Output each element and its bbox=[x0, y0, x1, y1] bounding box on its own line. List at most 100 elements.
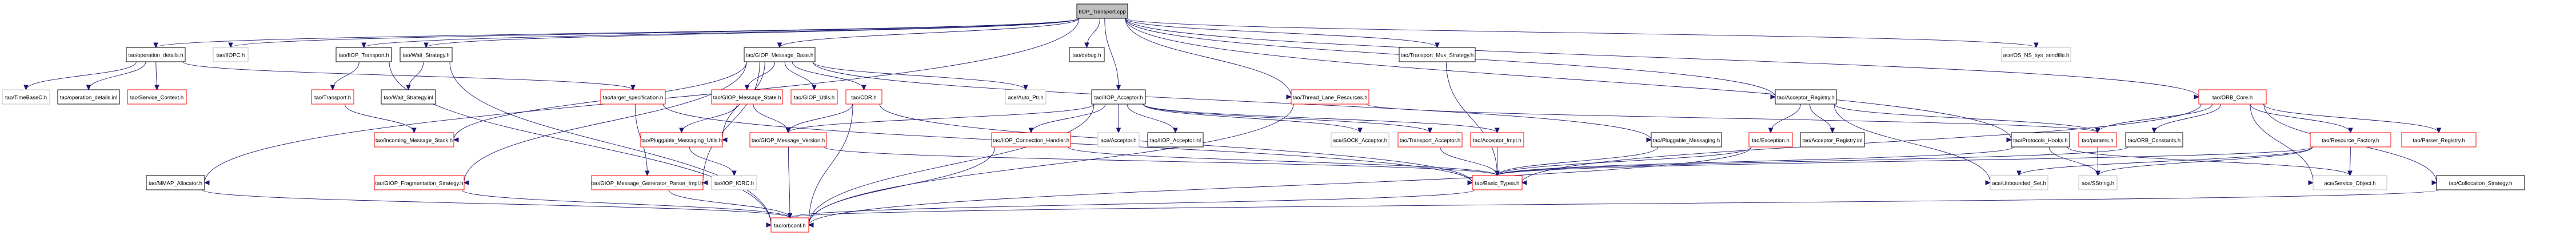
node-acceptor-registry-h[interactable]: tao/Acceptor_Registry.h bbox=[1775, 89, 1837, 105]
node-pluggable-messaging-utils-h[interactable]: tao/Pluggable_Messaging_Utils.h bbox=[640, 132, 723, 148]
edge-root-to-protocols_hooks_h bbox=[1125, 18, 2012, 142]
edge-line bbox=[789, 189, 2439, 218]
edge-mmap_allocator_h-to-orbconf_h bbox=[202, 189, 793, 219]
arrowhead-icon bbox=[785, 128, 791, 134]
node-label: tao/operation_details.inl bbox=[60, 95, 117, 101]
node-giop-utils-h[interactable]: tao/GIOP_Utils.h bbox=[790, 89, 838, 105]
node-acceptor-registry-inl[interactable]: tao/Acceptor_Registry.inl bbox=[1800, 132, 1865, 148]
node-acceptor-impl-h[interactable]: tao/Acceptor_Impl.h bbox=[1470, 132, 1524, 148]
node-params-h[interactable]: tao/params.h bbox=[2078, 132, 2117, 148]
node-exception-h[interactable]: tao/Exception.h bbox=[1748, 132, 1793, 148]
node-box bbox=[711, 89, 783, 105]
node-incoming-message-stack-h[interactable]: tao/Incoming_Message_Stack.h bbox=[374, 132, 454, 148]
node-label: tao/Collocation_Strategy.h bbox=[2449, 181, 2513, 187]
node-box bbox=[1748, 132, 1793, 148]
edge-operation_details_h-to-operation_details_inl bbox=[86, 61, 146, 91]
node-thread-lane-resources-h[interactable]: tao/Thread_Lane_Resources.h bbox=[1291, 89, 1369, 105]
node-label: ace/OS_NS_sys_sendfile.h bbox=[2003, 53, 2070, 59]
node-iiop-acceptor-inl[interactable]: tao/IIOP_Acceptor.inl bbox=[1147, 132, 1204, 148]
edge-root-to-iiop_transport_h bbox=[361, 18, 1080, 49]
edge-root-to-giop_message_base_h bbox=[777, 18, 1080, 49]
arrowhead-icon bbox=[2034, 42, 2039, 49]
node-orb-core-h[interactable]: tao/ORB_Core.h bbox=[2198, 89, 2267, 105]
edge-root-to-wait_strategy_h bbox=[424, 18, 1080, 49]
node-giop-fragmentation-strategy-h[interactable]: tao/GIOP_Fragmentation_Strategy.h bbox=[374, 175, 465, 190]
node-collocation-strategy-h[interactable]: tao/Collocation_Strategy.h bbox=[2436, 175, 2525, 190]
node-giop-message-version-h[interactable]: tao/GIOP_Message_Version.h bbox=[749, 132, 827, 148]
edge-line bbox=[426, 18, 1080, 48]
node-cdr-h[interactable]: tao/CDR.h bbox=[845, 89, 882, 105]
node-box bbox=[770, 217, 809, 233]
node-parser-registry-h[interactable]: tao/Parser_Registry.h bbox=[2401, 132, 2477, 148]
node-os-ns-sys-sendfile-h: ace/OS_NS_sys_sendfile.h bbox=[2001, 47, 2071, 62]
node-box bbox=[1990, 175, 2048, 190]
arrowhead-icon bbox=[861, 85, 866, 91]
node-basic-types-h[interactable]: tao/Basic_Types.h bbox=[1472, 175, 1523, 190]
edge-line bbox=[1497, 146, 1659, 176]
arrowhead-icon bbox=[2308, 180, 2314, 185]
arrowhead-icon bbox=[1495, 128, 1500, 134]
edge-line bbox=[202, 189, 790, 218]
node-protocols-hooks-h[interactable]: tao/Protocols_Hooks.h bbox=[2011, 132, 2070, 148]
node-orbconf-h[interactable]: tao/orbconf.h bbox=[770, 217, 809, 233]
node-root[interactable]: IIOP_Transport.cpp bbox=[1076, 3, 1128, 19]
edge-giop_message_version_h-to-orbconf_h bbox=[787, 146, 793, 219]
edge-line bbox=[808, 146, 1752, 225]
arrowhead-icon bbox=[645, 170, 650, 177]
node-operation-details-h[interactable]: tao/operation_details.h bbox=[126, 47, 186, 62]
node-transport-acceptor-h[interactable]: tao/Transport_Acceptor.h bbox=[1397, 132, 1463, 148]
edge-line bbox=[808, 103, 853, 225]
arrowhead-icon bbox=[1830, 128, 1835, 134]
node-wait-strategy-h[interactable]: tao/Wait_Strategy.h bbox=[400, 47, 453, 62]
edge-line bbox=[681, 103, 738, 133]
arrowhead-icon bbox=[2194, 94, 2200, 99]
edge-protocols_hooks_h-to-basic_types_h bbox=[1495, 146, 2014, 177]
node-box bbox=[1091, 89, 1146, 105]
node-giop-message-generator-parser-impl-h[interactable]: tao/GIOP_Message_Generator_Parser_Impl.h bbox=[591, 175, 704, 190]
edge-root-to-debug_h bbox=[1084, 18, 1100, 49]
node-label: tao/IIOP_Transport.h bbox=[338, 53, 389, 59]
node-box bbox=[2198, 89, 2267, 105]
node-mmap-allocator-h[interactable]: tao/MMAP_Allocator.h bbox=[146, 175, 205, 190]
node-label: tao/operation_details.h bbox=[128, 53, 183, 59]
node-service-context-h[interactable]: tao/Service_Context.h bbox=[127, 89, 187, 105]
node-operation-details-inl[interactable]: tao/operation_details.inl bbox=[57, 89, 120, 105]
arrowhead-icon bbox=[679, 128, 684, 134]
node-box bbox=[2011, 132, 2070, 148]
node-pluggable-messaging-h[interactable]: tao/Pluggable_Messaging.h bbox=[1651, 132, 1722, 148]
arrowhead-icon bbox=[2095, 170, 2100, 177]
node-box bbox=[1291, 89, 1369, 105]
node-label: tao/Acceptor_Registry.inl bbox=[1803, 138, 1863, 144]
node-box bbox=[1331, 132, 1389, 148]
node-ace-acceptor-h: ace/Acceptor.h bbox=[1097, 132, 1140, 148]
node-giop-message-base-h[interactable]: tao/GIOP_Message_Base.h bbox=[744, 47, 816, 62]
edge-collocation_strategy_h-to-orbconf_h bbox=[787, 189, 2439, 219]
edge-line bbox=[1770, 103, 1801, 133]
edge-resource_factory_h-to-service_object_h bbox=[2347, 146, 2353, 177]
node-transport-mux-strategy-h[interactable]: tao/Transport_Mux_Strategy.h bbox=[1399, 47, 1476, 62]
node-iiop-transport-h[interactable]: tao/IIOP_Transport.h bbox=[336, 47, 392, 62]
node-target-specification-h[interactable]: tao/target_specification.h bbox=[600, 89, 666, 105]
edge-acceptor_registry_h-to-exception_h bbox=[1768, 103, 1801, 134]
node-debug-h[interactable]: tao/debug.h bbox=[1069, 47, 1105, 62]
node-wait-strategy-inl[interactable]: tao/Wait_Strategy.inl bbox=[381, 89, 436, 105]
edge-line bbox=[824, 146, 1497, 176]
edge-orb_core_h-to-service_object_h bbox=[2250, 103, 2314, 185]
node-label: ace/SOCK_Acceptor.h bbox=[1333, 138, 1387, 144]
node-label: tao/TimeBaseC.h bbox=[5, 95, 47, 101]
node-label: tao/Pluggable_Messaging.h bbox=[1653, 138, 1720, 144]
node-iiop-acceptor-h[interactable]: tao/IIOP_Acceptor.h bbox=[1091, 89, 1146, 105]
node-orb-constants-h[interactable]: tao/ORB_Constants.h bbox=[2125, 132, 2183, 148]
arrowhead-icon bbox=[2436, 128, 2442, 134]
node-transport-h[interactable]: tao/Transport.h bbox=[311, 89, 354, 105]
node-iiop-connection-handler-h[interactable]: tao/IIOP_Connection_Handler.h bbox=[991, 132, 1071, 148]
node-service-object-h: ace/Service_Object.h bbox=[2313, 175, 2387, 190]
edge-line bbox=[364, 18, 1080, 48]
node-giop-message-state-h[interactable]: tao/GIOP_Message_State.h bbox=[711, 89, 783, 105]
edge-transport_h-to-incoming_message_stack_h bbox=[344, 103, 417, 134]
edge-transport_acceptor_h-to-basic_types_h bbox=[1440, 146, 1500, 177]
edge-giop_message_base_h-to-giop_message_generator_parser_impl_h bbox=[702, 61, 760, 185]
edge-line bbox=[26, 61, 137, 90]
node-resource-factory-h[interactable]: tao/Resource_Factory.h bbox=[2310, 132, 2391, 148]
